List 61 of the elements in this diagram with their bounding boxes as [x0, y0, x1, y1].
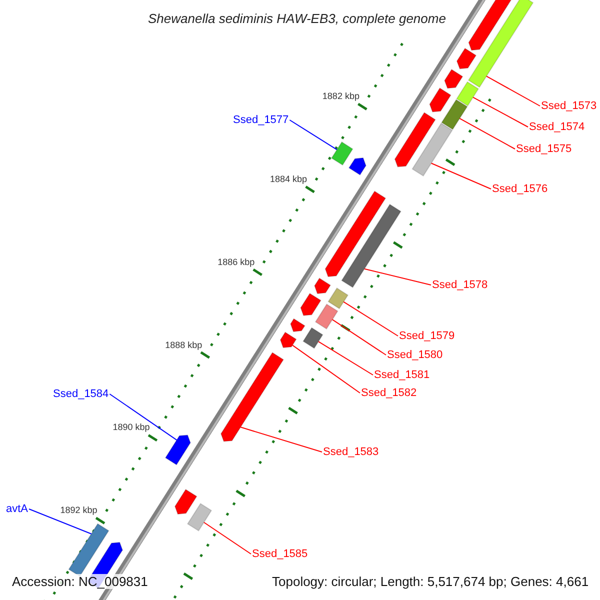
leader-line [203, 522, 252, 554]
leader-line [430, 162, 492, 190]
leader-line [240, 426, 322, 452]
gene-label: Ssed_1575 [516, 144, 572, 154]
gene-label: Ssed_1579 [399, 330, 455, 342]
gene-block [174, 488, 198, 515]
leader-line [318, 341, 374, 376]
gene-block [314, 278, 332, 294]
gene-bar [468, 0, 534, 88]
gene-block [280, 332, 297, 348]
gene-bar [456, 81, 480, 106]
scale-label: 1886 kbp [218, 258, 255, 267]
gene-bar [328, 287, 349, 310]
gene-bar [330, 141, 354, 166]
gene-label: avtA [6, 504, 28, 514]
leader-line [486, 76, 540, 106]
leader-line [332, 319, 386, 356]
gene-bar [412, 122, 453, 177]
gene-block [324, 190, 386, 278]
leader-line [343, 301, 398, 336]
scale-label: 1884 kbp [270, 174, 308, 184]
gene-block [456, 48, 477, 70]
gene-block [348, 157, 366, 176]
gene-block [394, 112, 436, 168]
gene-block [164, 434, 191, 466]
gene-bar [314, 304, 338, 330]
scale-label: 1892 kbp [60, 506, 98, 516]
gene-label: Ssed_1573 [541, 100, 597, 112]
gene-label: Ssed_1584 [53, 388, 109, 400]
gene-block [220, 352, 284, 442]
accession-text: Accession: NC_009831 [10, 574, 150, 588]
map-title: Shewanella sediminis HAW-EB3, complete genome [146, 11, 448, 26]
gene-block [444, 68, 464, 89]
gene-label: Ssed_1581 [374, 370, 430, 380]
gene-label: Ssed_1578 [432, 280, 488, 290]
gene-block [290, 318, 306, 332]
leader-line [28, 508, 92, 534]
gene-bar [186, 502, 212, 532]
scale-label: 1890 kbp [112, 423, 150, 432]
genome-stats-text: Topology: circular; Length: 5,517,674 bp; Genes: 4,661 [270, 574, 591, 588]
gene-label: Ssed_1577 [233, 114, 289, 126]
gene-label: Ssed_1580 [387, 350, 443, 360]
gene-block [429, 87, 452, 112]
gene-bar [68, 523, 110, 577]
leader-line [292, 344, 360, 394]
gene-label: Ssed_1576 [492, 184, 548, 194]
gene-label: Ssed_1585 [252, 548, 308, 560]
leader-line [109, 394, 178, 441]
leader-line [289, 120, 338, 150]
gene-bar [341, 204, 402, 288]
leader-line [459, 118, 516, 150]
scale-label: 1888 kbp [165, 340, 202, 350]
gene-label: Ssed_1574 [529, 122, 585, 132]
leader-line [364, 268, 432, 286]
gene-label: Ssed_1582 [361, 388, 417, 398]
leader-line [472, 96, 528, 128]
gene-block [300, 292, 322, 316]
gene-label: Ssed_1583 [323, 446, 379, 458]
gene-bar [441, 99, 468, 130]
gene-bar [302, 327, 324, 349]
scale-label: 1882 kbp [322, 92, 360, 102]
